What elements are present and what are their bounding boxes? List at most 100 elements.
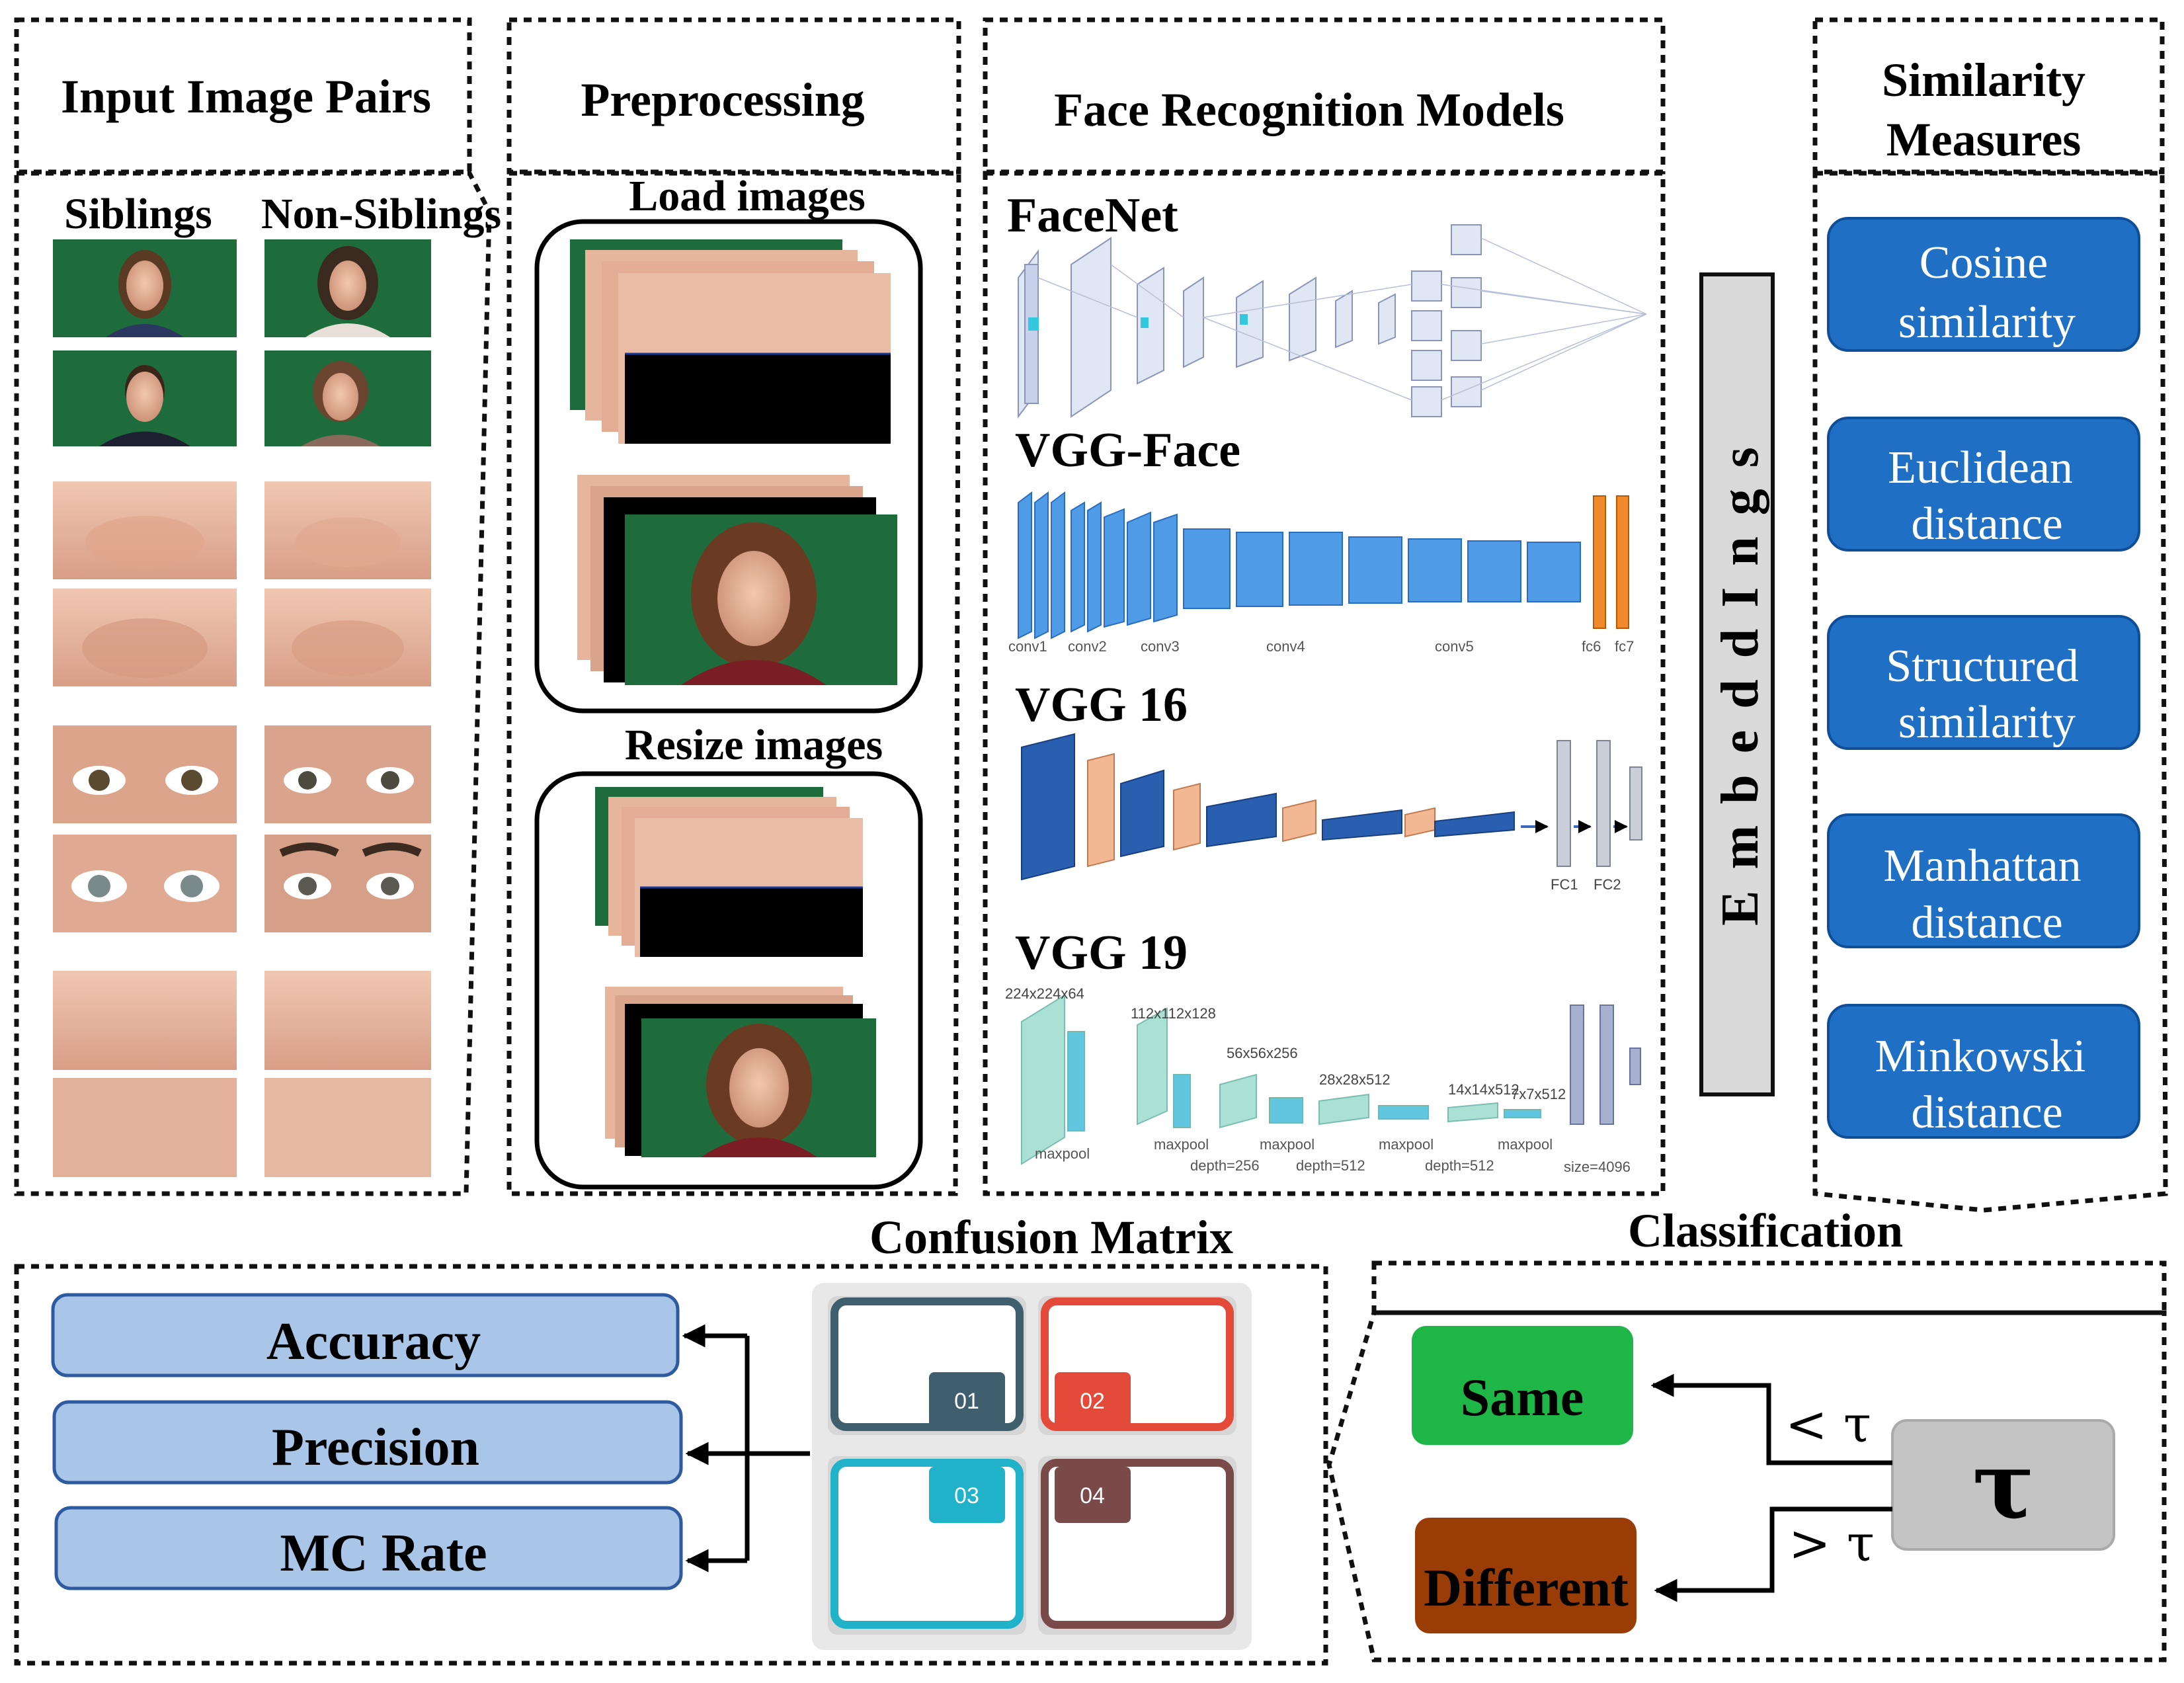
- layer-label: FC2: [1594, 876, 1621, 893]
- vgg19-label: size=4096: [1564, 1159, 1631, 1175]
- measure-line2: similarity: [1898, 297, 2076, 348]
- similarity-title-line1: Similarity: [1882, 54, 2085, 106]
- measure-minkowski: Minkowski distance: [1827, 1004, 2140, 1139]
- tau-symbol: τ: [1972, 1432, 2035, 1540]
- face-photo: [53, 239, 237, 337]
- measure-line2: distance: [1911, 897, 2062, 948]
- vgg19-label: 7x7x512: [1511, 1086, 1566, 1102]
- classification-section: Classification Same Different τ < τ > τ: [1326, 1204, 2167, 1662]
- non-siblings-label: Non-Siblings: [261, 190, 501, 238]
- layer-label: fc6: [1582, 638, 1601, 655]
- stacked-faces-resize-bottom: [605, 987, 876, 1157]
- models-section: Face Recognition Models FaceNet: [983, 17, 1666, 1196]
- input-header-box: [14, 17, 472, 175]
- vggface-architecture: conv1 conv2 conv3 conv4 conv5 fc6 fc7: [1008, 491, 1634, 655]
- classification-header-box: [1371, 1260, 2167, 1315]
- layer-label: conv1: [1008, 638, 1047, 655]
- input-section: Input Image Pairs Siblings Non-Siblings: [14, 17, 501, 1196]
- cm-cell-label: 04: [1080, 1483, 1105, 1508]
- resize-images-box: [534, 771, 923, 1190]
- model-name-vggface: VGG-Face: [1015, 423, 1240, 477]
- cm-cell-label: 01: [954, 1389, 979, 1414]
- cm-cell-02: 02: [1038, 1296, 1236, 1435]
- face-thumbnails: [53, 239, 431, 446]
- measure-manhattan: Manhattan distance: [1827, 813, 2140, 948]
- metric-accuracy: Accuracy: [51, 1293, 680, 1377]
- similarity-title-line2: Measures: [1886, 113, 2082, 166]
- layer-label: conv4: [1266, 638, 1305, 655]
- preprocessing-section: Preprocessing Load images Resize images: [506, 17, 961, 1196]
- embeddings-bar: E m b e d d I n g s: [1699, 272, 1775, 1096]
- different-label: Different: [1424, 1559, 1629, 1618]
- layer-label: conv5: [1435, 638, 1474, 655]
- measure-line1: Structured: [1886, 641, 2079, 692]
- classification-body-box: [1326, 1310, 2167, 1662]
- vgg19-label: 14x14x512: [1448, 1081, 1519, 1098]
- vgg19-label: 56x56x256: [1227, 1045, 1298, 1061]
- stacked-faces-load-bottom: [577, 475, 897, 685]
- cm-cell-label: 03: [954, 1483, 979, 1508]
- threshold-box: τ: [1891, 1419, 2115, 1551]
- metric-precision: Precision: [52, 1400, 683, 1485]
- model-name-facenet: FaceNet: [1007, 188, 1178, 243]
- confusion-title: Confusion Matrix: [870, 1211, 1233, 1264]
- cm-cell-03: 03: [828, 1456, 1026, 1635]
- metric-label: Accuracy: [266, 1313, 481, 1371]
- vgg16-architecture: FC1 FC2: [1021, 733, 1642, 893]
- measure-line1: Cosine: [1920, 237, 2048, 288]
- preprocessing-title: Preprocessing: [581, 73, 864, 126]
- vgg19-label: 28x28x512: [1319, 1071, 1391, 1088]
- stacked-crops-resize-top: [595, 787, 863, 957]
- layer-label: conv3: [1141, 638, 1180, 655]
- input-body-box: [14, 171, 492, 1196]
- vgg19-architecture: 224x224x64 112x112x128 56x56x256 28x28x5…: [1005, 985, 1641, 1175]
- vgg19-label: 224x224x64: [1005, 985, 1084, 1002]
- vgg19-label: maxpool: [1260, 1136, 1314, 1153]
- model-name-vgg16: VGG 16: [1015, 678, 1188, 732]
- face-photo: [264, 350, 431, 446]
- eye-crops: [53, 725, 431, 932]
- models-title: Face Recognition Models: [1054, 83, 1564, 136]
- cm-cell-01: 01: [828, 1296, 1026, 1435]
- metric-mc-rate: MC Rate: [54, 1506, 683, 1590]
- layer-label: fc7: [1615, 638, 1634, 655]
- face-photo: [264, 239, 431, 337]
- measure-line1: Euclidean: [1888, 442, 2073, 493]
- measure-line1: Manhattan: [1883, 841, 2081, 891]
- measure-structured: Structured similarity: [1827, 615, 2140, 750]
- vgg19-label: maxpool: [1498, 1136, 1553, 1153]
- load-images-box: [534, 219, 923, 714]
- vgg19-label: maxpool: [1035, 1145, 1090, 1162]
- less-than-tau-label: < τ: [1785, 1395, 1871, 1454]
- siblings-label: Siblings: [64, 190, 212, 238]
- vgg19-label: depth=512: [1425, 1157, 1494, 1174]
- threshold-connectors: [1650, 1374, 1892, 1602]
- forehead-crops: [53, 971, 431, 1177]
- similarity-body-box: [1812, 171, 2168, 1213]
- measure-line2: similarity: [1898, 697, 2076, 748]
- embeddings-label: E m b e d d I n g s: [1711, 443, 1769, 926]
- metric-label: Precision: [272, 1418, 479, 1477]
- facenet-architecture: [1018, 224, 1647, 419]
- nose-crops: [53, 481, 431, 686]
- confusion-section: Confusion Matrix Accuracy Precision MC R…: [14, 1211, 1328, 1666]
- metric-label: MC Rate: [280, 1524, 487, 1582]
- measure-euclidean: Euclidean distance: [1827, 417, 2140, 552]
- vgg19-label: depth=256: [1190, 1157, 1260, 1174]
- cm-cell-04: 04: [1038, 1456, 1236, 1635]
- cm-cell-label: 02: [1080, 1389, 1105, 1414]
- vgg19-label: maxpool: [1154, 1136, 1209, 1153]
- metric-connectors: [682, 1324, 810, 1573]
- resize-images-label: Resize images: [625, 721, 883, 769]
- greater-than-tau-label: > τ: [1789, 1514, 1875, 1573]
- measure-line2: distance: [1911, 1087, 2062, 1138]
- layer-label: conv2: [1068, 638, 1107, 655]
- preprocessing-body-box: [506, 171, 961, 1196]
- vgg19-label: 112x112x128: [1131, 1005, 1216, 1022]
- face-photo: [53, 350, 237, 446]
- preprocessing-header-box: [506, 17, 961, 175]
- similarity-header-box: [1812, 17, 2165, 175]
- confusion-matrix-grid: 01 02 03 04: [812, 1283, 1252, 1650]
- stacked-crops-load-top: [570, 239, 891, 444]
- model-name-vgg19: VGG 19: [1015, 926, 1188, 980]
